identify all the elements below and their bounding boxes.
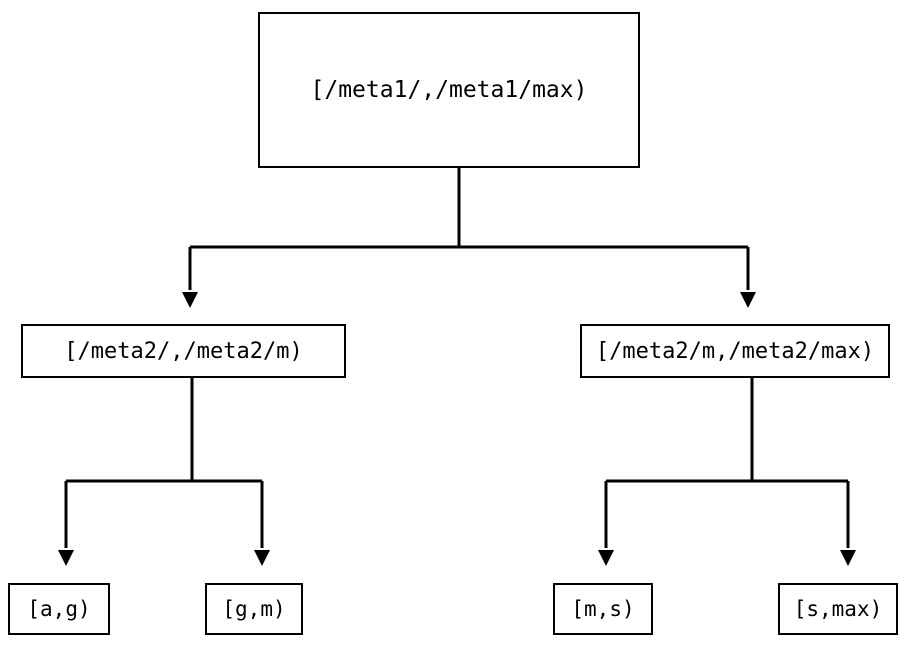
node-leaf-s-max[interactable]: [s,max) <box>778 583 898 635</box>
arrowhead-to-mid-right <box>740 292 756 308</box>
node-mid-left-label: [/meta2/,/meta2/m) <box>64 338 303 364</box>
node-leaf-a-g-label: [a,g) <box>27 597 91 621</box>
node-leaf-a-g[interactable]: [a,g) <box>8 583 110 635</box>
node-leaf-g-m-label: [g,m) <box>222 597 286 621</box>
arrowhead-to-leaf-2 <box>254 550 270 566</box>
node-mid-right-label: [/meta2/m,/meta2/max) <box>595 338 875 364</box>
node-leaf-m-s-label: [m,s) <box>571 597 635 621</box>
arrowhead-to-leaf-4 <box>840 550 856 566</box>
node-leaf-g-m[interactable]: [g,m) <box>205 583 303 635</box>
node-root-label: [/meta1/,/meta1/max) <box>310 77 588 103</box>
node-leaf-s-max-label: [s,max) <box>793 597 883 621</box>
arrowhead-to-mid-left <box>182 292 198 308</box>
arrowhead-to-leaf-1 <box>58 550 74 566</box>
node-leaf-m-s[interactable]: [m,s) <box>553 583 653 635</box>
node-mid-right[interactable]: [/meta2/m,/meta2/max) <box>580 324 890 378</box>
arrowhead-to-leaf-3 <box>598 550 614 566</box>
node-root[interactable]: [/meta1/,/meta1/max) <box>258 12 640 168</box>
node-mid-left[interactable]: [/meta2/,/meta2/m) <box>21 324 346 378</box>
